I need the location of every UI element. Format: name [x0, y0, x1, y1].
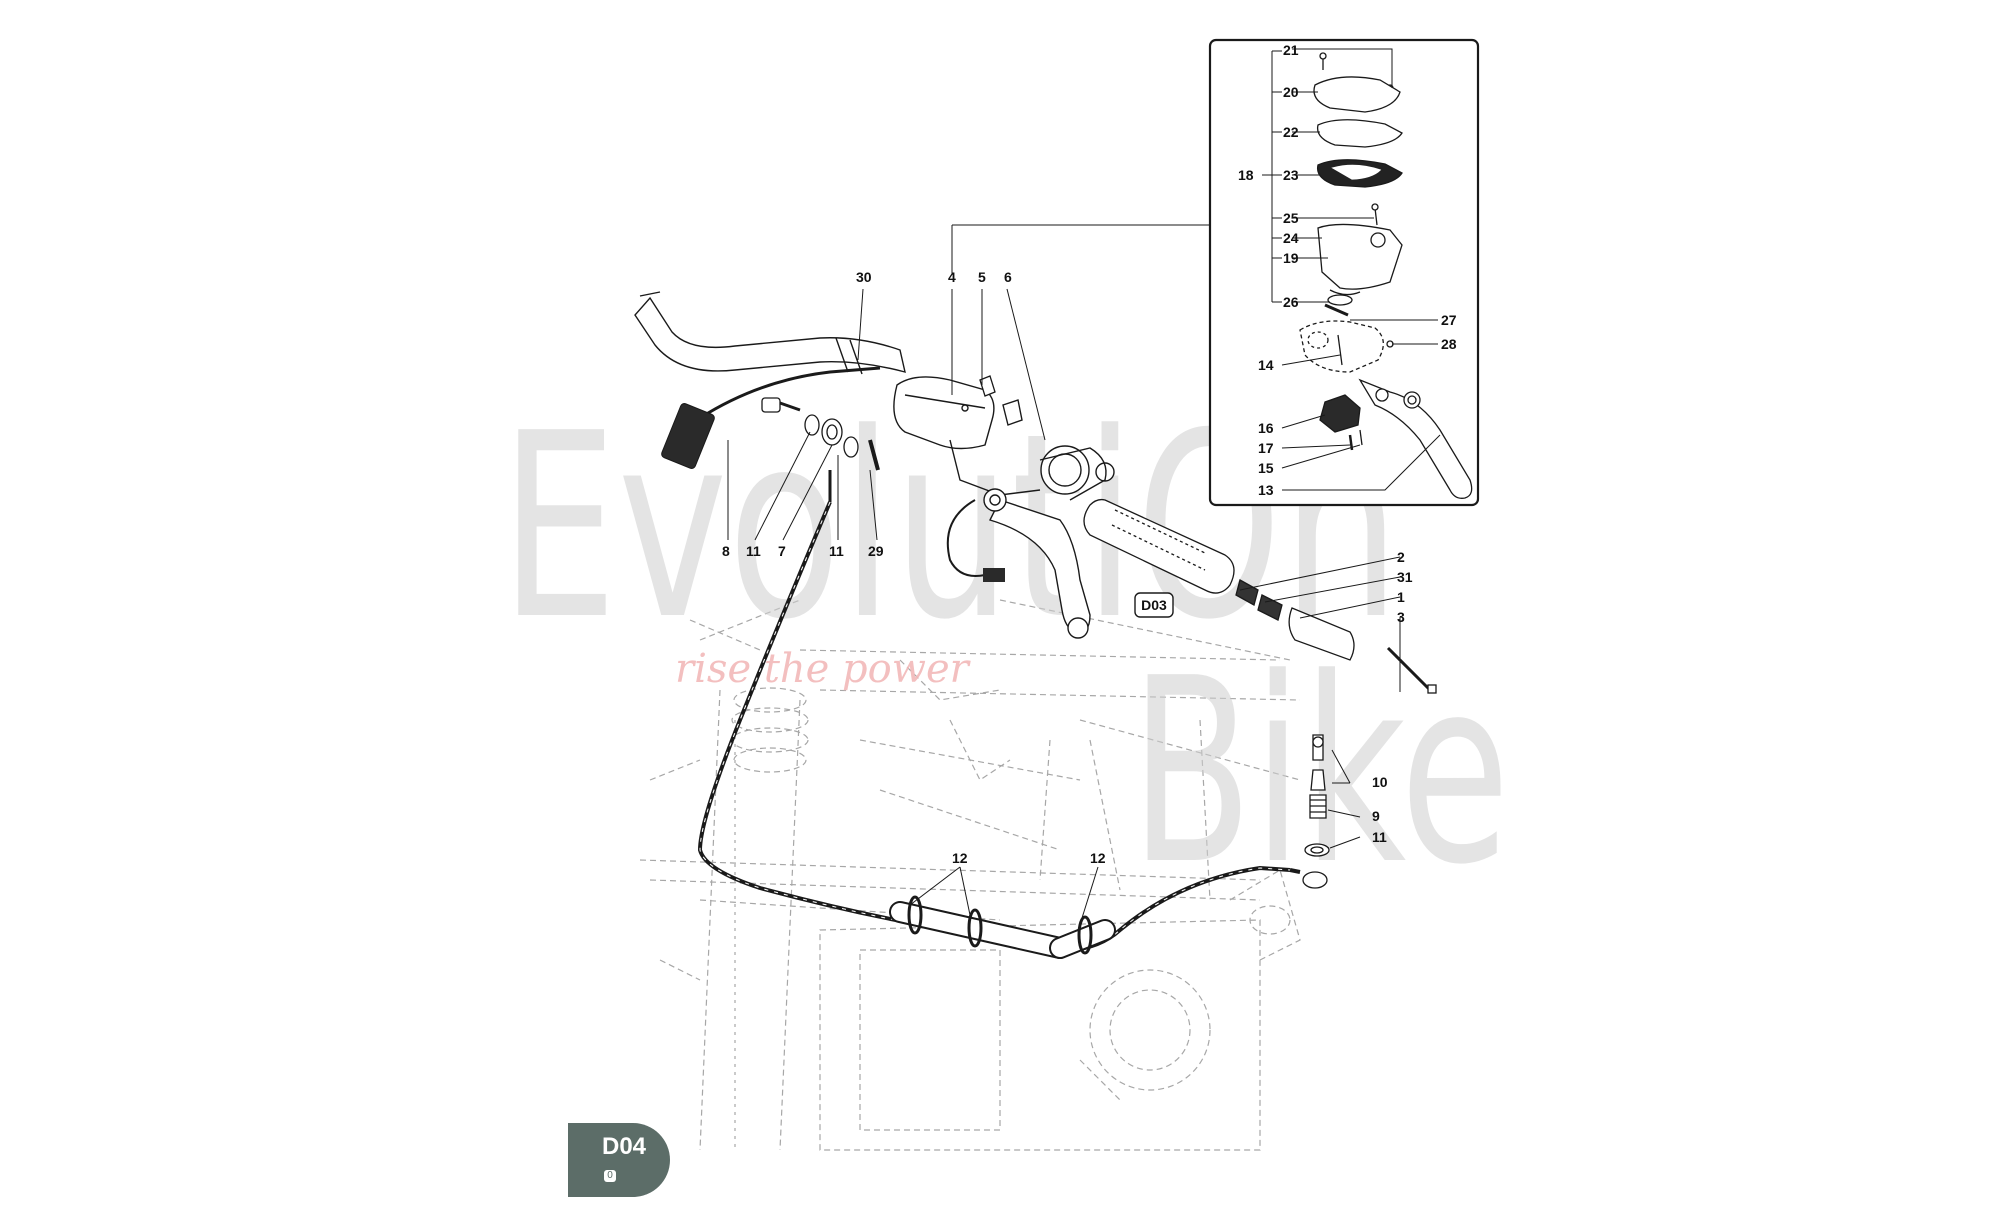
inset-reservoir-parts	[1299, 52, 1473, 499]
bar-end-weight	[1235, 579, 1437, 694]
inset-callout-18: 18	[1238, 167, 1254, 183]
handlebar-grip	[1083, 498, 1235, 594]
callout-9: 9	[1372, 808, 1380, 824]
callout-11-upper-right: 11	[829, 543, 844, 559]
inset-callout-20: 20	[1283, 84, 1299, 100]
fasteners-lower	[1302, 734, 1330, 889]
inset-callout-19: 19	[1283, 250, 1299, 266]
callout-8: 8	[722, 543, 730, 559]
callout-31: 31	[1397, 569, 1413, 585]
callout-10: 10	[1372, 774, 1388, 790]
page-revision: 0	[604, 1170, 616, 1182]
handlebar	[634, 291, 906, 375]
inset-callout-26: 26	[1283, 294, 1299, 310]
reference-tag-label: D03	[1141, 597, 1167, 613]
page-code: D04	[602, 1133, 647, 1160]
inset-callout-15: 15	[1258, 460, 1274, 476]
inset-callout-23: 23	[1283, 167, 1299, 183]
callout-11-lower: 11	[1372, 829, 1387, 845]
watermark-tagline: rise the power	[675, 646, 972, 692]
callout-3: 3	[1397, 609, 1405, 625]
inset-callout-21: 21	[1283, 42, 1299, 58]
inset-callout-28: 28	[1441, 336, 1457, 352]
callout-2: 2	[1397, 549, 1405, 565]
callout-11-upper-left: 11	[746, 543, 761, 559]
callout-30: 30	[856, 269, 872, 285]
callout-12-left: 12	[952, 850, 968, 866]
inset-callout-14: 14	[1258, 357, 1274, 373]
callout-29: 29	[868, 543, 884, 559]
callout-12-right: 12	[1090, 850, 1106, 866]
callout-5: 5	[978, 269, 986, 285]
page-code-badge: D04 0	[568, 1123, 670, 1197]
callout-4: 4	[948, 269, 956, 285]
clutch-master-cylinder	[893, 376, 1115, 639]
reference-tag-d03: D03	[1134, 592, 1174, 618]
leader-lines	[727, 224, 1401, 919]
callouts-main: 30 4 5 6 8 11 7 11 29 2 31 1 3 10 9 11 1…	[722, 269, 1413, 866]
inset-callout-17: 17	[1258, 440, 1274, 456]
wiring-harness	[661, 366, 1005, 582]
inset-callout-13: 13	[1258, 482, 1274, 498]
inset-callout-25: 25	[1283, 210, 1299, 226]
inset-callout-16: 16	[1258, 420, 1274, 436]
inset-callout-27: 27	[1441, 312, 1457, 328]
inset-callout-24: 24	[1283, 230, 1299, 246]
detail-inset: 21 20 22 18 23 25 24 19 26 27 28 14 16 1…	[1208, 38, 1480, 507]
inset-leader-lines	[1262, 48, 1441, 491]
callout-1: 1	[1397, 589, 1405, 605]
callout-6: 6	[1004, 269, 1012, 285]
clutch-hose	[697, 470, 1301, 959]
callout-7: 7	[778, 543, 786, 559]
inset-callout-22: 22	[1283, 124, 1299, 140]
